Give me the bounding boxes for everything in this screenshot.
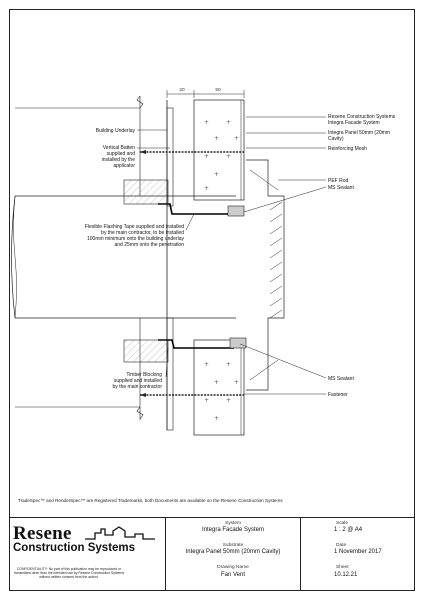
svg-text:+: + — [234, 379, 239, 386]
svg-text:+: + — [204, 361, 209, 368]
fastener-upper — [140, 150, 244, 154]
drawing-name-value: Fan Vent — [220, 572, 246, 578]
integra-panel-upper: + + + + + + + + — [193, 99, 245, 201]
label-fastener: Fastener — [328, 392, 348, 398]
label-integra-panel: Integra Panel 50mm (20mm — [328, 130, 390, 136]
skyline-icon — [85, 526, 155, 540]
svg-text:+: + — [234, 135, 239, 142]
vertical-batten-lower — [166, 317, 174, 431]
label-reinforcing-mesh: Reinforcing Mesh — [328, 146, 367, 152]
date-label: Date — [336, 543, 347, 548]
label-vertical-batten-2: supplied and — [106, 151, 135, 157]
svg-text:+: + — [214, 379, 219, 386]
title-block — [9, 517, 415, 592]
substrate-value: Integra Panel 50mm (20mm Cavity) — [185, 549, 281, 555]
label-ms-sealant-top: MS Sealant — [328, 185, 354, 191]
label-timber-2: supplied and installed — [113, 378, 162, 384]
timber-blocking-upper — [123, 179, 169, 205]
label-integra-system: Integra Facade System — [328, 120, 380, 126]
label-vertical-batten-1: Vertical Batten — [102, 145, 135, 151]
label-timber-1: Timber Blocking — [126, 372, 162, 378]
leaders-right — [239, 116, 327, 395]
dimension-line — [166, 90, 245, 98]
svg-text:+: + — [204, 153, 209, 160]
sealant-lower — [229, 337, 247, 349]
sheet-value: 10.12.21 — [334, 572, 358, 578]
svg-text:+: + — [214, 135, 219, 142]
fan-vent-grille — [246, 159, 285, 391]
flashing-tape-upper — [158, 203, 230, 215]
svg-text:+: + — [214, 415, 219, 422]
label-flashing-2: by the main contractor, to be installed — [101, 230, 184, 236]
resene-logo: Resene Construction Systems — [13, 523, 163, 563]
svg-text:+: + — [226, 397, 231, 404]
logo-sub: Construction Systems — [13, 542, 136, 554]
leaders-left — [137, 129, 195, 378]
title-block-divider-1 — [165, 517, 166, 591]
flashing-tape-lower — [158, 339, 234, 349]
label-flashing-3: 100mm minimum onto the building underlay — [87, 236, 184, 242]
logo-word: Resene — [13, 523, 72, 544]
svg-text:+: + — [226, 153, 231, 160]
drawing-name-label: Drawing Name — [217, 565, 249, 570]
dimension-label-right: 50 — [215, 88, 221, 93]
timber-blocking-lower — [123, 339, 169, 363]
svg-text:+: + — [226, 119, 231, 126]
svg-text:+: + — [204, 185, 209, 192]
scale-value: 1 : 2 @ A4 — [334, 527, 363, 533]
label-flashing-4: and 25mm onto the penetration — [114, 242, 185, 248]
pef-rod-sealant-upper — [227, 205, 245, 217]
system-label: System — [225, 521, 241, 526]
label-timber-3: by the main contractor — [112, 384, 162, 390]
substrate-label: Substrate — [222, 543, 244, 548]
date-value: 1 November 2017 — [334, 549, 382, 555]
trademark-note: TradeSpec™ and RenderSpec™ are Registere… — [18, 498, 283, 503]
title-block-divider-2 — [300, 517, 301, 591]
confidentiality-note: CONFIDENTIALITY: No part of this publica… — [13, 567, 125, 580]
svg-text:+: + — [204, 397, 209, 404]
svg-text:+: + — [226, 361, 231, 368]
label-pef-rod: PEF Rod — [328, 178, 349, 184]
label-flashing-1: Flexible Flashing Tape supplied and inst… — [84, 224, 184, 230]
label-ms-sealant-bottom: MS Sealant — [328, 376, 354, 382]
system-value: Integra Facade System — [201, 527, 265, 533]
label-cavity: Cavity) — [328, 136, 344, 142]
fastener-lower — [140, 393, 244, 397]
dimension-label-left: 20 — [179, 88, 185, 93]
label-resene-systems: Resene Construction Systems — [328, 114, 396, 120]
integra-panel-lower: + + + + + + + — [193, 339, 245, 436]
svg-text:+: + — [204, 119, 209, 126]
drawing-border — [9, 9, 415, 591]
scale-label: Scale — [336, 521, 348, 526]
framing-line — [15, 95, 144, 420]
svg-text:+: + — [214, 171, 219, 178]
label-building-underlay: Building Underlay — [95, 128, 135, 134]
label-vertical-batten-4: applicator — [113, 163, 135, 169]
sheet-label: Sheet — [336, 565, 349, 570]
label-vertical-batten-3: installed by the — [101, 157, 135, 163]
